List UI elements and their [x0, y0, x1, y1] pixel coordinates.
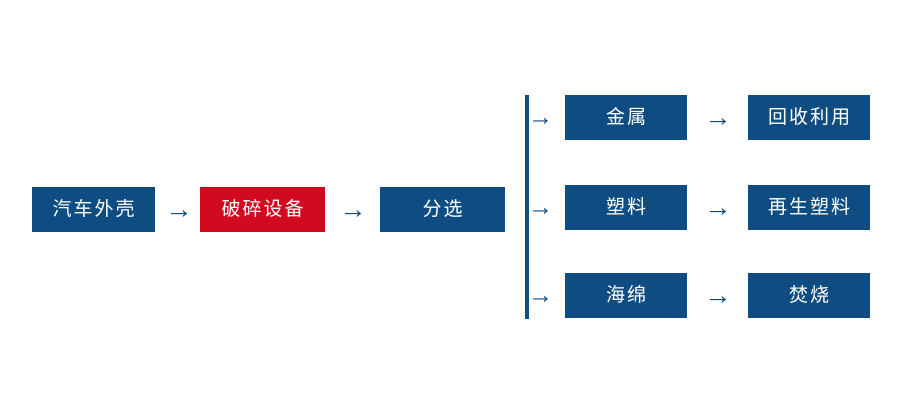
node-car-shell[interactable]: 汽车外壳 [32, 187, 155, 232]
branch-arrow-right-icon: → [528, 281, 553, 309]
arrow-right-icon: → [165, 194, 193, 224]
arrow-right-icon: → [704, 280, 732, 310]
node-incineration[interactable]: 焚烧 [748, 273, 870, 318]
node-metal[interactable]: 金属 [565, 95, 687, 140]
node-sorting[interactable]: 分选 [380, 187, 505, 232]
arrow-right-icon: → [704, 102, 732, 132]
node-crushing-equipment[interactable]: 破碎设备 [200, 187, 325, 232]
node-plastic[interactable]: 塑料 [565, 185, 687, 230]
node-regenerated-plastic[interactable]: 再生塑料 [748, 185, 870, 230]
branch-trunk-line [525, 95, 529, 319]
branch-arrow-right-icon: → [528, 193, 553, 221]
branch-arrow-right-icon: → [528, 103, 553, 131]
node-recycling-reuse[interactable]: 回收利用 [748, 95, 870, 140]
arrow-right-icon: → [704, 192, 732, 222]
arrow-right-icon: → [339, 194, 367, 224]
node-sponge[interactable]: 海绵 [565, 273, 687, 318]
